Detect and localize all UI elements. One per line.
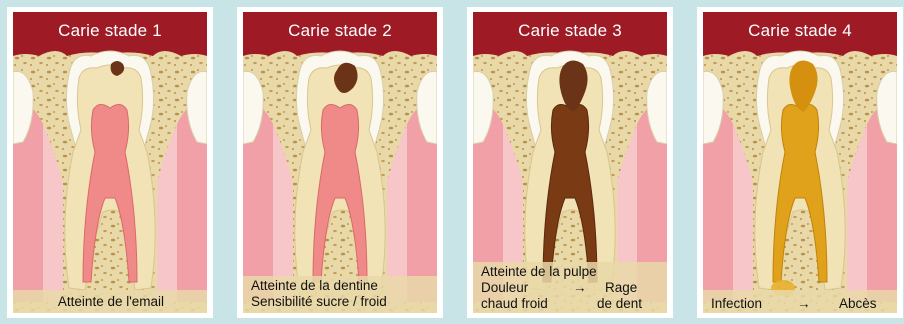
stage-2-title: Carie stade 2 — [243, 21, 437, 41]
stage-1-tooth-drawing — [13, 12, 207, 313]
stage-2-caption-line1: Atteinte de la dentine — [251, 278, 431, 293]
stage-1-illustration: Carie stade 1 Atteinte de l'email — [13, 12, 207, 313]
stage-3-illustration: Carie stade 3 Atteinte de la pulpe Doule… — [473, 12, 667, 313]
stage-3-rage: Rage — [605, 280, 637, 295]
stage-3-panel: Carie stade 3 Atteinte de la pulpe Doule… — [467, 7, 673, 318]
stage-3-douleur: Douleur — [481, 280, 528, 295]
stage-4-illustration: Carie stade 4 Infection → Abcès — [703, 12, 897, 313]
stage-3-arrow: → — [573, 280, 587, 295]
stage-2-illustration: Carie stade 2 Atteinte de la dentine Sen… — [243, 12, 437, 313]
stage-4-infection: Infection — [711, 296, 762, 311]
stage-4-tooth-drawing — [703, 12, 897, 313]
stage-1-caption: Atteinte de l'email — [21, 294, 201, 309]
stage-4-abces: Abcès — [839, 296, 877, 311]
stage-3-chaud-froid: chaud froid — [481, 296, 548, 311]
stage-1-title: Carie stade 1 — [13, 21, 207, 41]
stage-4-title: Carie stade 4 — [703, 21, 897, 41]
stage-1-panel: Carie stade 1 Atteinte de l'email — [7, 7, 213, 318]
stage-3-caption-line1: Atteinte de la pulpe — [481, 264, 661, 279]
stage-4-arrow: → — [797, 296, 811, 311]
stage-2-tooth-drawing — [243, 12, 437, 313]
stage-2-caption-line2: Sensibilité sucre / froid — [251, 294, 431, 309]
stage-3-de-dent: de dent — [597, 296, 642, 311]
stage-2-panel: Carie stade 2 Atteinte de la dentine Sen… — [237, 7, 443, 318]
stage-4-panel: Carie stade 4 Infection → Abcès — [697, 7, 903, 318]
stage-3-title: Carie stade 3 — [473, 21, 667, 41]
